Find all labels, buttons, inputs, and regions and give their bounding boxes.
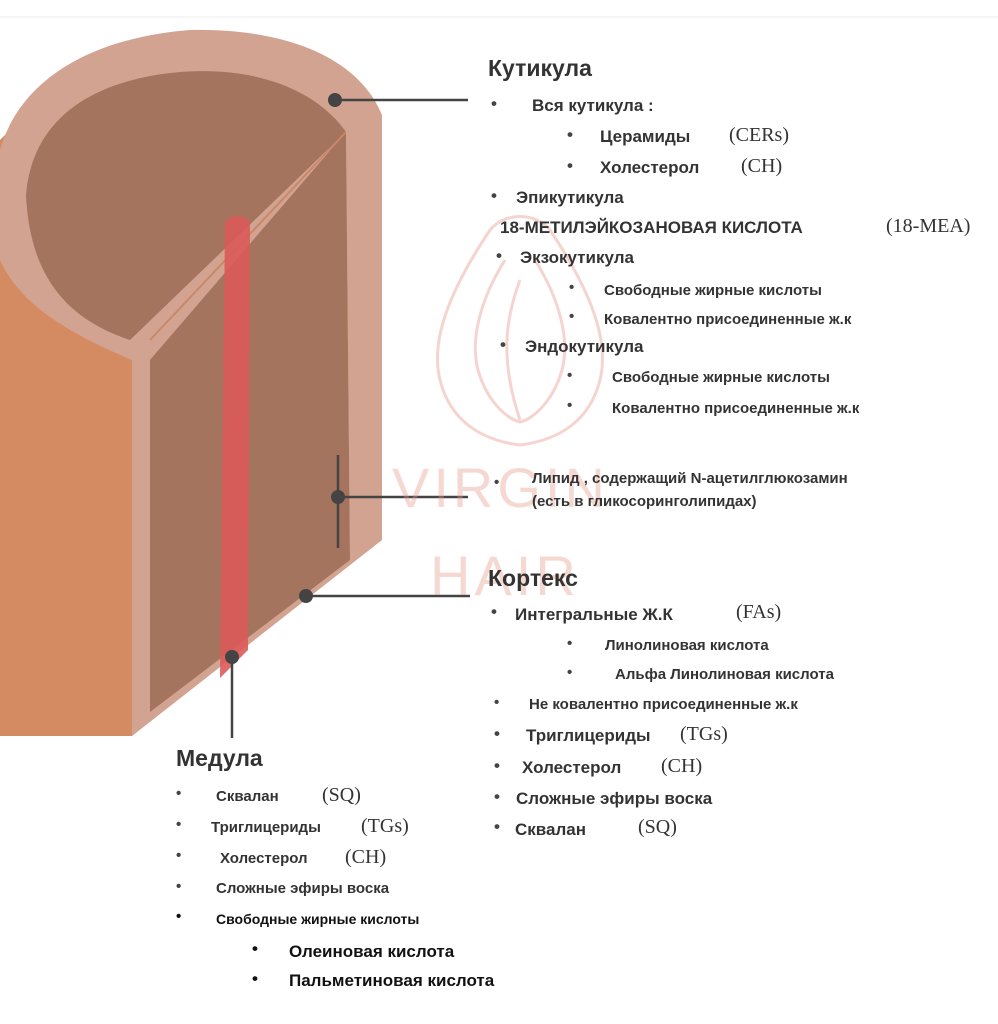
cortex-cut-face — [150, 132, 350, 712]
cuticle-cholesterol-label: Холестерол — [600, 158, 700, 177]
lipid-label-line1: Липид , содержащий N-ацетилглюкозамин — [532, 470, 848, 487]
cuticle-title: Кутикула — [488, 55, 592, 81]
bullet: • — [567, 125, 573, 144]
bullet: • — [569, 308, 575, 325]
bullet: • — [491, 602, 497, 621]
medulla-channel — [220, 216, 250, 678]
cortex-tg-abbr: (TGs) — [680, 723, 728, 745]
cortex-top-face — [26, 71, 346, 340]
cortex-title: Кортекс — [488, 565, 578, 591]
cuticle-cholesterol-abbr: (CH) — [741, 155, 783, 177]
bullet: • — [569, 279, 575, 296]
exo-ffa-label: Свободные жирные кислоты — [604, 282, 822, 299]
bullet: • — [496, 246, 502, 265]
cortex-sq-abbr: (SQ) — [638, 816, 677, 838]
medulla-ffa-label: Свободные жирные кислоты — [216, 911, 420, 927]
bullet: • — [494, 817, 500, 836]
integral-fa-label: Интегральные Ж.К — [515, 605, 673, 624]
cortex-wax-label: Сложные эфиры воска — [516, 789, 713, 808]
noncovalent-label: Не ковалентно присоединенные ж.к — [529, 696, 798, 713]
watermark-drop-icon — [435, 215, 605, 447]
bullet: • — [494, 724, 500, 743]
bullet: • — [252, 939, 258, 958]
bullet: • — [494, 694, 500, 711]
bullet: • — [494, 756, 500, 775]
bullet: • — [491, 186, 497, 205]
medulla-wax-label: Сложные эфиры воска — [216, 880, 390, 897]
medulla-sq-abbr: (SQ) — [322, 784, 361, 806]
mea-abbr: (18-MEA) — [886, 215, 971, 237]
bullet: • — [494, 474, 500, 491]
alpha-linoleic-label: Альфа Линолиновая кислота — [615, 666, 834, 683]
bullet: • — [567, 156, 573, 175]
endo-ffa-label: Свободные жирные кислоты — [612, 369, 830, 386]
medulla-sq-label: Сквалан — [216, 788, 279, 805]
mea-label: 18-МЕТИЛЭЙКОЗАНОВАЯ КИСЛОТА — [500, 218, 803, 237]
bullet: • — [176, 816, 182, 833]
bullet: • — [176, 878, 182, 895]
endo-covalent-label: Ковалентно присоединенные ж.к — [612, 400, 860, 417]
linoleic-label: Линолиновая кислота — [605, 637, 769, 654]
cortex-ch-label: Холестерол — [522, 758, 622, 777]
cortex-ch-abbr: (CH) — [661, 755, 703, 777]
medulla-title: Медула — [176, 745, 263, 771]
bullet: • — [567, 397, 573, 414]
endocuticle-label: Эндокутикула — [525, 337, 644, 356]
cortex-tg-label: Триглицериды — [526, 726, 651, 745]
bullet: • — [567, 635, 573, 652]
cortex-sq-label: Сквалан — [515, 820, 586, 839]
integral-fa-abbr: (FAs) — [736, 601, 782, 623]
bullet: • — [252, 969, 258, 988]
watermark-text-virgin: VIRGIN — [392, 456, 609, 519]
bullet: • — [176, 908, 182, 925]
bullet: • — [176, 785, 182, 802]
medulla-tg-abbr: (TGs) — [361, 815, 409, 837]
medulla-tg-label: Триглицериды — [211, 819, 321, 836]
bullet: • — [567, 664, 573, 681]
ceramides-abbr: (CERs) — [729, 124, 789, 146]
exo-covalent-label: Ковалентно присоединенные ж.к — [604, 311, 852, 328]
bullet: • — [491, 94, 497, 113]
medulla-ch-label: Холестерол — [220, 850, 308, 867]
lipid-label-line2: (есть в гликосоринголипидах) — [532, 493, 757, 510]
bullet: • — [500, 335, 506, 354]
ceramides-label: Церамиды — [600, 127, 691, 146]
exocuticle-label: Экзокутикула — [520, 248, 634, 267]
oleic-acid-label: Олеиновая кислота — [289, 942, 455, 961]
palmitic-acid-label: Пальметиновая кислота — [289, 971, 495, 990]
bullet: • — [567, 367, 573, 384]
medulla-ch-abbr: (CH) — [345, 846, 387, 868]
epicuticle-label: Эпикутикула — [516, 188, 624, 207]
bullet: • — [176, 847, 182, 864]
cuticle-right-strip — [346, 115, 382, 560]
bullet: • — [494, 787, 500, 806]
watermark-text-hair: HAIR — [430, 544, 580, 607]
cuticle-whole-label: Вся кутикула : — [532, 96, 654, 115]
